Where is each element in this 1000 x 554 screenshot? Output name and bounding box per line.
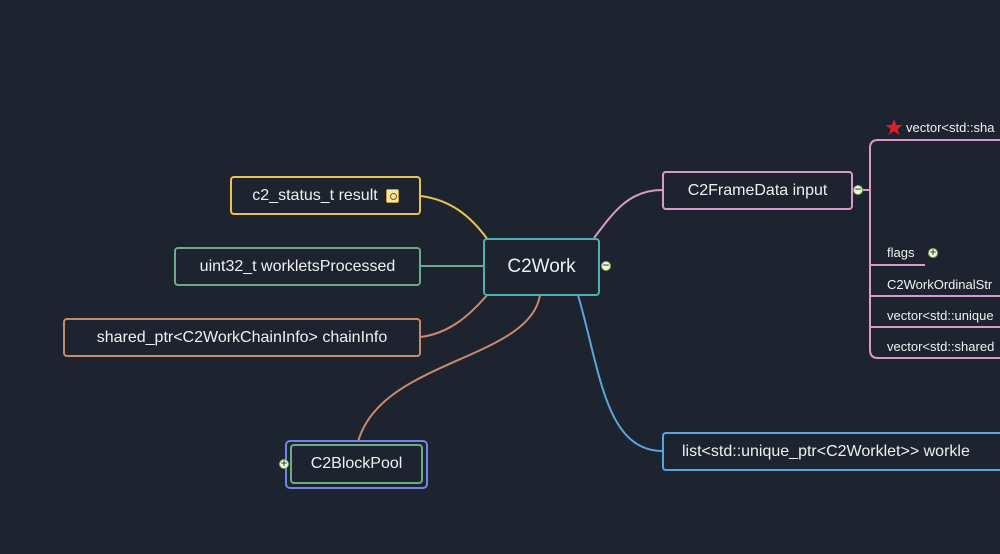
root-node-label: C2Work [507, 256, 576, 277]
worklets-node[interactable]: list<std::unique_ptr<C2Worklet>> workle [662, 432, 1000, 471]
root-node[interactable]: C2Work [483, 238, 600, 296]
input-child-ordinal-label: C2WorkOrdinalStr [887, 277, 993, 292]
link-root-blockpool [357, 294, 541, 443]
result-node[interactable]: c2_status_t result [230, 176, 421, 215]
link-root-worklets [577, 294, 663, 452]
blockpool-node[interactable]: C2BlockPool [290, 444, 423, 484]
chaininfo-label: shared_ptr<C2WorkChainInfo> chainInfo [96, 328, 388, 346]
collapse-root-toggle[interactable]: − [601, 260, 611, 271]
worklets-processed-label: uint32_t workletsProcessed [199, 257, 396, 275]
expand-blockpool-toggle[interactable]: + [279, 458, 289, 469]
input-child-vector-shared-label: vector<std::shared [887, 339, 995, 354]
input-child-vector-unique-label: vector<std::unique [887, 308, 994, 323]
input-children-bracket [869, 139, 1000, 359]
link-root-chaininfo [420, 293, 489, 338]
input-child-vector-sha-label: vector<std::sha [906, 120, 995, 135]
collapse-input-toggle[interactable]: − [853, 184, 863, 195]
link-root-input [593, 189, 663, 239]
input-child-flags-label: flags [887, 245, 915, 260]
star-icon [885, 119, 903, 135]
note-icon[interactable] [385, 188, 399, 203]
worklets-node-label: list<std::unique_ptr<C2Worklet>> workle [682, 442, 970, 460]
input-node-label: C2FrameData input [687, 181, 828, 199]
link-root-result [420, 195, 489, 241]
input-child-flags[interactable]: flags [887, 245, 914, 260]
input-child-ordinal[interactable]: C2WorkOrdinalStr [887, 277, 992, 292]
input-child-vector-sha[interactable]: vector<std::sha [906, 120, 995, 135]
blockpool-label: C2BlockPool [310, 455, 403, 472]
worklets-processed-node[interactable]: uint32_t workletsProcessed [174, 247, 421, 286]
input-child-vector-unique[interactable]: vector<std::unique [887, 308, 994, 323]
result-node-label: c2_status_t result [252, 186, 378, 204]
chaininfo-node[interactable]: shared_ptr<C2WorkChainInfo> chainInfo [63, 318, 421, 357]
input-node[interactable]: C2FrameData input [662, 171, 853, 210]
expand-flags-toggle[interactable]: + [928, 247, 938, 258]
input-child-vector-shared[interactable]: vector<std::shared [887, 339, 994, 354]
